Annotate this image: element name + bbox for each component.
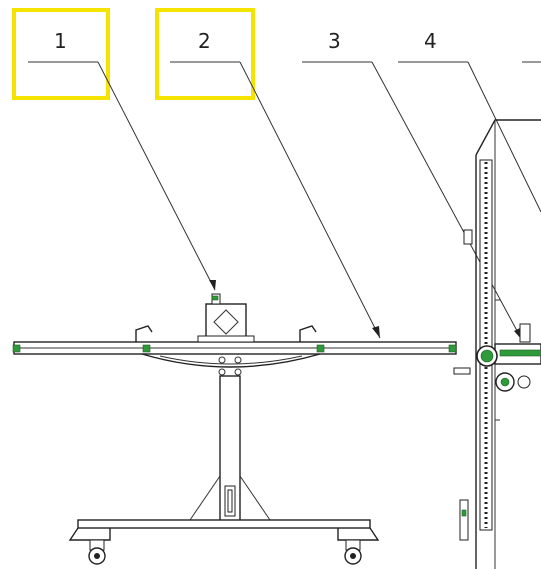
leader-arrow-1 [209,280,216,290]
rail-support-arch [141,353,321,368]
machine-frame [459,119,541,569]
base-frame [68,519,380,541]
rail-clamp-right [299,325,317,342]
callout-label-4: 4 [424,29,437,53]
callout-label-3: 3 [328,29,341,53]
leader-line-4 [467,61,541,213]
callout-label-1: 1 [54,29,67,53]
leader-line-1 [97,61,216,291]
leader-line-2 [239,61,381,339]
horizontal-rail [12,341,457,355]
leader-line-3 [371,61,523,341]
leader-arrow-2 [372,326,380,338]
caster-wheel-left [88,539,106,565]
caster-wheel-right [344,539,362,565]
callout-label-2: 2 [198,29,211,53]
support-column [189,375,271,527]
pulley-assembly [453,323,541,392]
mounted-device [197,293,255,343]
highlight-box-2 [155,8,255,100]
rail-clamp-left [135,325,153,342]
highlight-box-1 [12,8,110,100]
